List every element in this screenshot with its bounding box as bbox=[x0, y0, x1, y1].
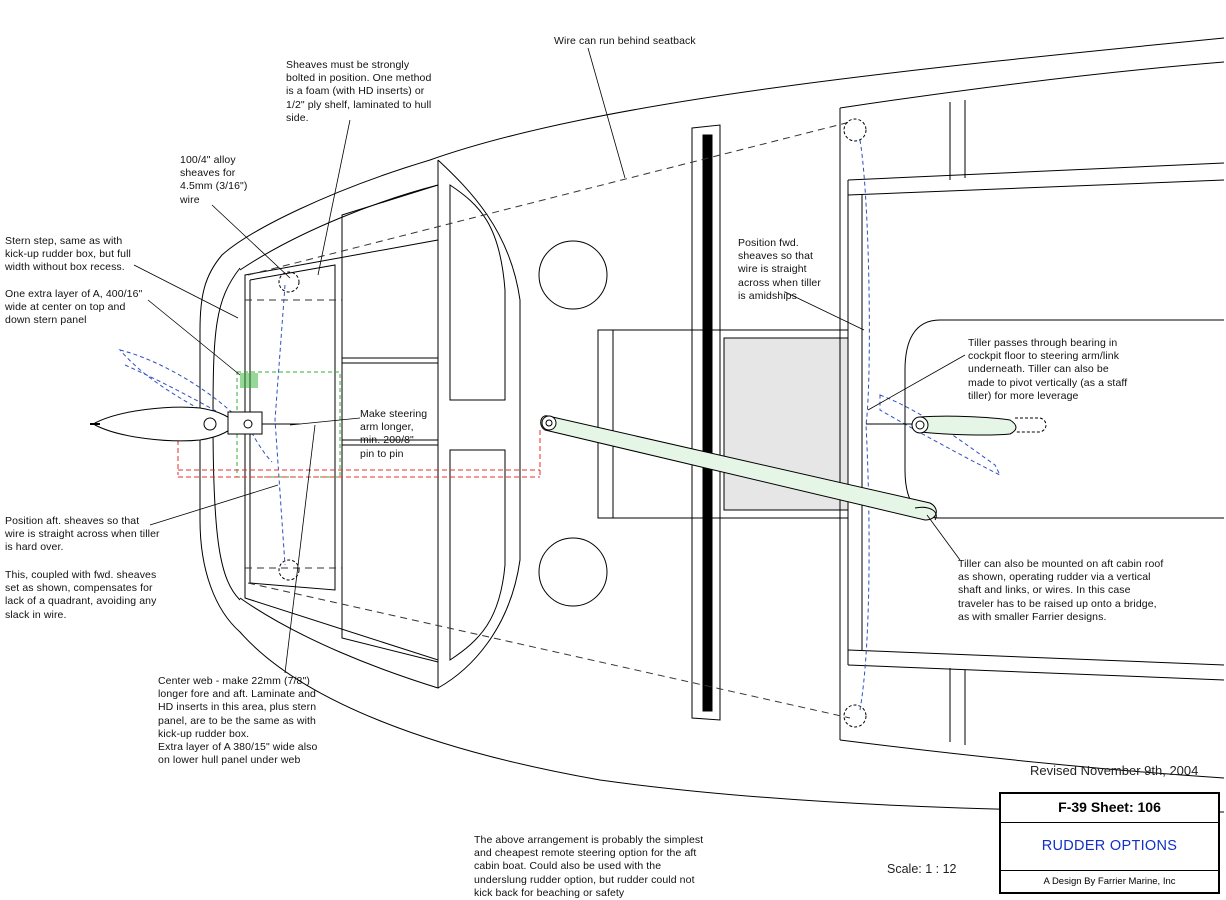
note-steering-arm: Make steering arm longer, min. 200/8" pi… bbox=[360, 408, 428, 460]
note-aft-sheaves: Position aft. sheaves so that wire is st… bbox=[5, 515, 160, 554]
note-alloy-sheaves: 100/4" alloy sheaves for 4.5mm (3/16") w… bbox=[180, 154, 248, 206]
scale-label: Scale: 1 : 12 bbox=[887, 862, 957, 876]
note-tiller-bearing: Tiller passes through bearing in cockpit… bbox=[968, 337, 1128, 402]
tiller-main bbox=[540, 415, 937, 521]
note-compensates: This, coupled with fwd. sheaves set as s… bbox=[5, 569, 157, 621]
note-tiller-aft-cabin: Tiller can also be mounted on aft cabin … bbox=[958, 558, 1164, 623]
drawing-title: RUDDER OPTIONS bbox=[1001, 823, 1218, 871]
note-sheaves-bolted: Sheaves must be strongly bolted in posit… bbox=[286, 59, 432, 124]
note-center-web: Center web - make 22mm (7/8") longer for… bbox=[158, 675, 318, 767]
tiller-aft bbox=[919, 415, 1017, 436]
title-block: F-39 Sheet: 106 RUDDER OPTIONS A Design … bbox=[999, 792, 1220, 894]
note-wire-behind-seatback: Wire can run behind seatback bbox=[554, 35, 696, 47]
note-fwd-sheaves: Position fwd. sheaves so that wire is st… bbox=[738, 237, 821, 302]
designer-credit: A Design By Farrier Marine, Inc bbox=[1043, 876, 1176, 887]
note-extra-layer: One extra layer of A, 400/16" wide at ce… bbox=[5, 288, 143, 327]
hull-outline bbox=[199, 37, 1225, 813]
note-stern-step: Stern step, same as with kick-up rudder … bbox=[5, 235, 131, 274]
revised-date: Revised November 9th, 2004 bbox=[1030, 763, 1199, 778]
sheet-number: F-39 Sheet: 106 bbox=[1001, 794, 1218, 823]
note-bottom: The above arrangement is probably the si… bbox=[474, 834, 704, 899]
